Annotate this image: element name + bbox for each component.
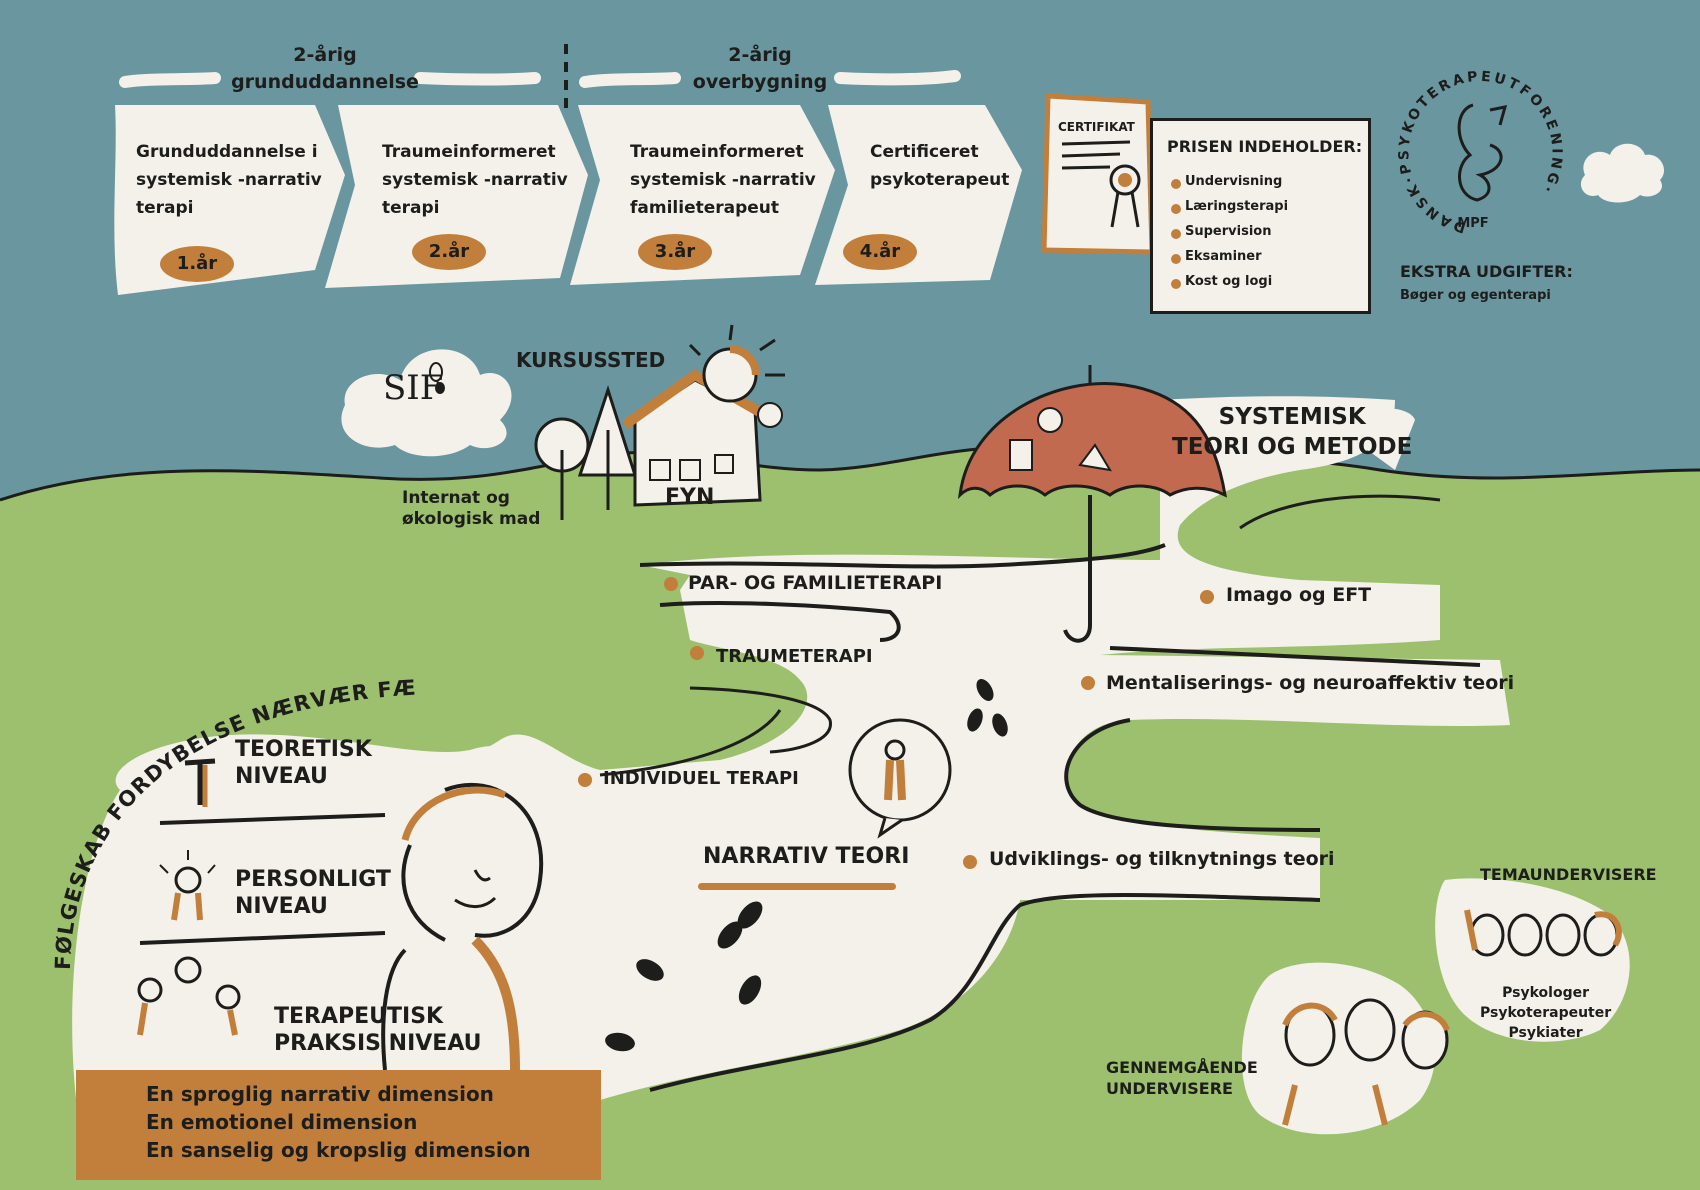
dimensions-box: En sproglig narrativ dimension En emotio…: [76, 1070, 601, 1180]
certificate-label: CERTIFIKAT: [1058, 120, 1135, 134]
footprint-icon: [429, 362, 445, 394]
footprints-trail: [605, 679, 1008, 1052]
price-item: Supervision: [1185, 224, 1272, 239]
path-label-development: Udviklings- og tilknytnings teori: [989, 848, 1335, 870]
level-practice: TERAPEUTISK PRAKSIS NIVEAU: [274, 1004, 482, 1056]
venue-food: Internat og økologisk mad: [402, 488, 541, 529]
dimension-item: En sanselig og kropslig dimension: [146, 1138, 531, 1162]
price-title: PRISEN INDEHOLDER:: [1167, 137, 1363, 156]
step-1-text: Grunduddannelse i systemisk -narrativ te…: [136, 142, 322, 218]
person-face-illustration: [381, 783, 544, 1071]
price-item: Kost og logi: [1185, 274, 1273, 289]
theme-teachers-illustration: [1464, 909, 1622, 957]
venue-house-illustration: [534, 324, 785, 520]
step-2-year-badge: 2.år: [412, 234, 486, 270]
price-item: Eksaminer: [1185, 249, 1262, 264]
theme-teachers-title: TEMAUNDERVISERE: [1480, 865, 1657, 884]
values-arc: FØLGESKAB FORDYBELSE NÆRVÆR FÆLLESSKAB: [30, 650, 416, 970]
path-label-narrative: NARRATIV TEORI: [703, 844, 910, 869]
umbrella-illustration: [957, 365, 1227, 643]
dimension-item: En emotionel dimension: [146, 1110, 418, 1134]
price-item: Læringsterapi: [1185, 199, 1289, 214]
step-4-year-badge: 4.år: [843, 234, 917, 270]
extra-costs-title: EKSTRA UDGIFTER:: [1400, 262, 1573, 281]
certificate-icon: [1041, 93, 1155, 255]
price-box: PRISEN INDEHOLDER: Undervisning Læringst…: [1150, 118, 1371, 314]
path-label-trauma: TRAUMETERAPI: [716, 646, 873, 667]
general-teachers-illustration: [1282, 998, 1450, 1126]
step-chevrons: [114, 105, 1022, 295]
svg-text:DANSK·PSYKOTERAPEUTFORENING·: DANSK·PSYKOTERAPEUTFORENING·: [1396, 69, 1564, 236]
path-label-couple-family: PAR- OG FAMILIETERAPI: [688, 572, 943, 594]
dpf-logo: DANSK·PSYKOTERAPEUTFORENING· MPF: [1396, 69, 1564, 236]
level-personal: PERSONLIGT NIVEAU: [235, 867, 391, 919]
phase-label-advanced: 2-årig overbygning: [692, 44, 828, 93]
step-4-text: Certificeret psykoterapeut: [870, 142, 1010, 190]
step-3-year-badge: 3.år: [638, 234, 712, 270]
extra-costs-text: Bøger og egenterapi: [1400, 288, 1551, 303]
step-3-text: Traumeinformeret systemisk -narrativ fam…: [630, 142, 816, 218]
price-item: Undervisning: [1185, 174, 1283, 189]
step-1-year-badge: 1.år: [160, 246, 234, 282]
venue-title: KURSUSSTED: [516, 348, 666, 372]
cloud-right: [1580, 143, 1665, 203]
general-teachers-title: GENNEMGÅENDE UNDERVISERE: [1106, 1058, 1258, 1098]
sif-logo-text: SIF: [383, 368, 444, 408]
theme-teachers-roles: Psykologer Psykoterapeuter Psykiater: [1480, 985, 1612, 1041]
path-label-individual: INDIVIDUEL TERAPI: [603, 768, 799, 789]
logo-ring-text: DANSK·PSYKOTERAPEUTFORENING·: [1396, 69, 1561, 236]
venue-place: FYN: [665, 485, 715, 510]
dimension-item: En sproglig narrativ dimension: [146, 1082, 494, 1106]
step-2-text: Traumeinformeret systemisk -narrativ ter…: [382, 142, 568, 218]
logo-bottom-text: MPF: [1457, 216, 1488, 231]
cloud-sif: [341, 349, 512, 457]
path-label-mentalizing: Mentaliserings- og neuroaffektiv teori: [1106, 672, 1515, 694]
phase-brackets: [119, 44, 961, 110]
umbrella-title: SYSTEMISK TEORI OG METODE: [1172, 404, 1413, 460]
levels-illustrations: [137, 758, 386, 1036]
phase-label-basic: 2-årig grunduddannelse: [231, 44, 419, 93]
narrative-underline: [698, 883, 896, 890]
path-label-imago-eft: Imago og EFT: [1226, 584, 1372, 606]
level-theoretical: TEORETISK NIVEAU: [235, 737, 372, 789]
